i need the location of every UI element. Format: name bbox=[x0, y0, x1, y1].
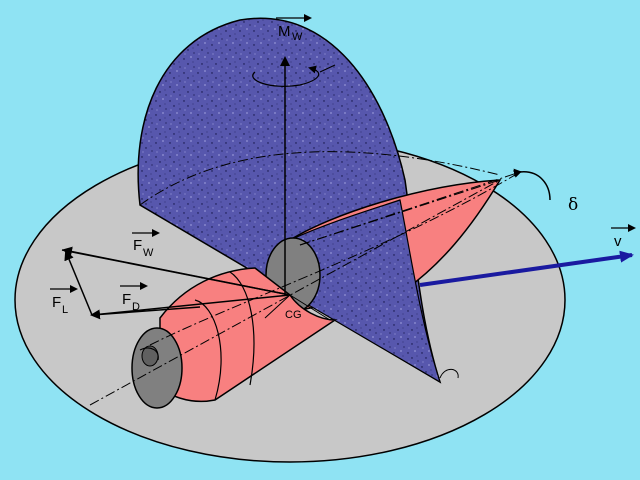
moment-rotation-arc bbox=[252, 65, 320, 87]
angle-label: δ bbox=[568, 195, 578, 215]
cg-label: CG bbox=[285, 309, 302, 321]
wind-plane-disk-front bbox=[289, 199, 442, 384]
drag-force-vector bbox=[90, 306, 201, 320]
svg-text:L: L bbox=[62, 304, 68, 316]
svg-text:F: F bbox=[52, 294, 61, 311]
moment-label: M W bbox=[276, 14, 312, 43]
rocket-tail bbox=[159, 267, 338, 402]
svg-text:W: W bbox=[143, 247, 154, 259]
wind-force-vector bbox=[62, 246, 291, 296]
lift-force-label: F L bbox=[50, 285, 78, 316]
angle-arc bbox=[513, 168, 551, 201]
svg-text:D: D bbox=[132, 301, 140, 313]
svg-text:F: F bbox=[133, 237, 142, 254]
wind-force-label: F W bbox=[132, 229, 160, 259]
svg-text:F: F bbox=[122, 291, 131, 308]
svg-text:W: W bbox=[292, 31, 303, 43]
velocity-vector bbox=[419, 250, 634, 287]
drag-force-label: F D bbox=[120, 282, 148, 313]
lift-force-vector bbox=[64, 250, 93, 316]
svg-text:v: v bbox=[614, 233, 622, 250]
svg-text:M: M bbox=[278, 23, 291, 40]
velocity-label: v bbox=[611, 224, 636, 250]
body-axis bbox=[89, 179, 501, 406]
